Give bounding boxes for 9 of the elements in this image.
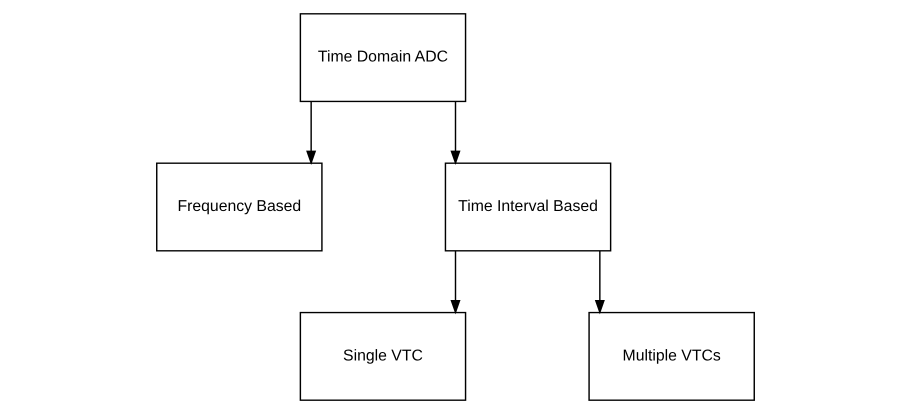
arrow xyxy=(594,251,605,314)
node-box: Single VTC xyxy=(300,312,466,401)
node-box: Multiple VTCs xyxy=(588,312,755,401)
node-box: Time Interval Based xyxy=(444,162,612,252)
node-box: Frequency Based xyxy=(156,162,323,252)
arrow xyxy=(306,102,316,165)
arrow xyxy=(450,102,461,165)
node-box: Time Domain ADC xyxy=(300,13,466,102)
arrow xyxy=(450,251,461,314)
